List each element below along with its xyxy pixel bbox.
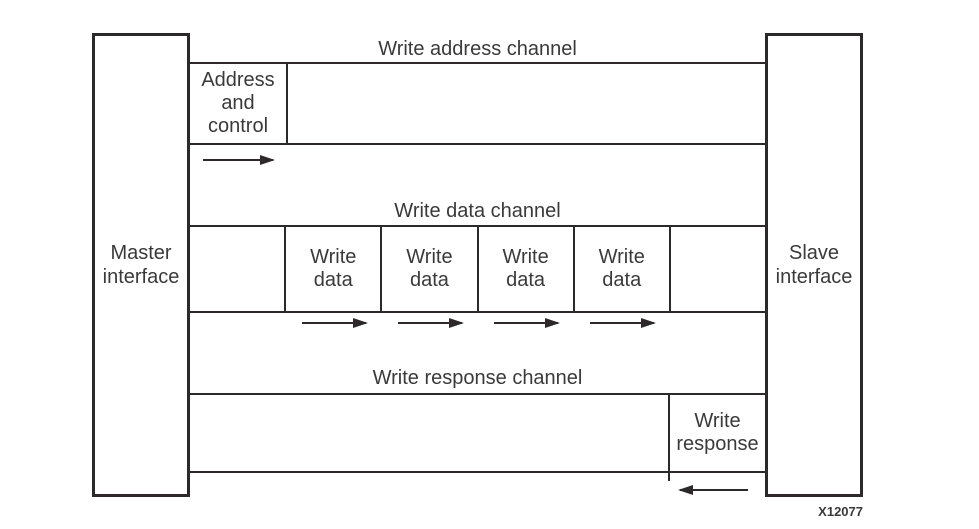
write-data-box: Write data [382,227,479,311]
write-data-label: Write data [310,246,357,291]
write-data-label: Write data [406,246,453,291]
figure-id-label: X12077 [818,504,863,519]
right-arrow-icon [398,318,464,328]
master-interface-label: Master interface [102,242,180,288]
right-arrow-icon [590,318,656,328]
write-data-empty-cell [190,227,287,311]
right-arrow-icon [203,155,275,165]
address-and-control-label: Address and control [201,69,275,137]
write-address-channel-band: Address and control [190,62,765,145]
write-data-box: Write data [479,227,575,311]
write-data-box: Write data [286,227,383,311]
write-data-channel-band: Write data Write data Write data Write d… [190,225,765,313]
write-data-box: Write data [575,227,671,311]
write-data-label: Write data [502,246,549,291]
right-arrow-icon [494,318,560,328]
write-response-channel-title: Write response channel [372,367,583,389]
write-data-empty-cell [671,227,765,311]
left-arrow-icon [678,485,748,495]
right-arrow-icon [302,318,368,328]
write-response-channel-band: Write response [190,393,765,473]
write-data-label: Write data [598,246,645,291]
slave-interface-box: Slave interface [765,33,863,497]
response-box-edge-tick [668,473,670,481]
write-response-label: Write response [676,410,759,455]
slave-interface-label: Slave interface [775,242,853,288]
write-address-channel-title: Write address channel [378,38,577,60]
address-and-control-box: Address and control [190,64,288,143]
write-data-channel-title: Write data channel [394,200,561,222]
write-response-box: Write response [668,395,765,471]
master-interface-box: Master interface [92,33,190,497]
